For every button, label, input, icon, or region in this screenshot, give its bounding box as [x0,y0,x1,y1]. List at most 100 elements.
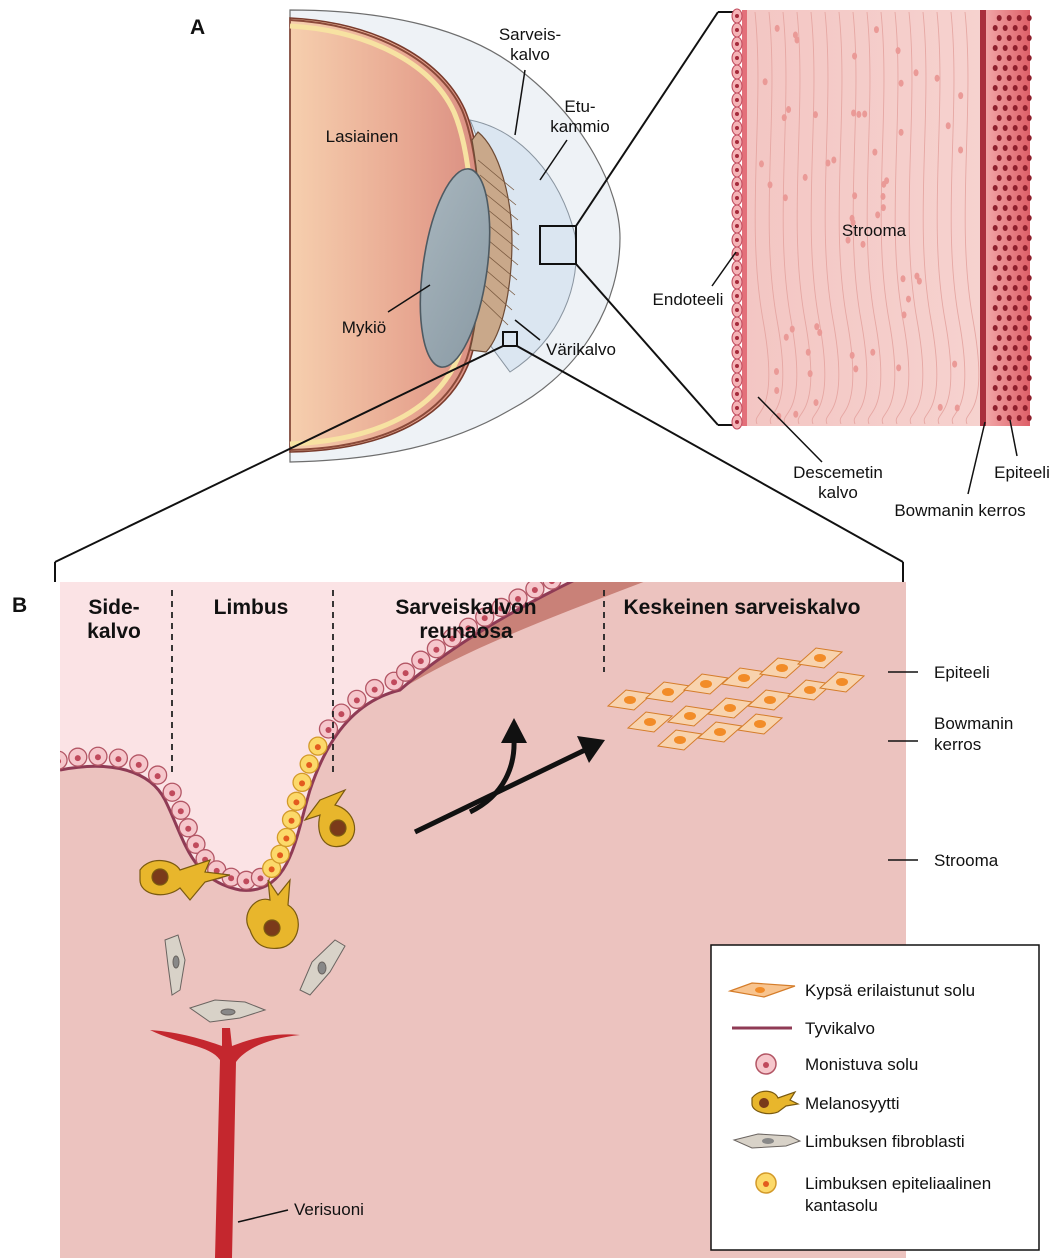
label-bowman-b-1: Bowmanin [934,714,1013,733]
epithelial-nucleus [1017,55,1022,61]
keratocyte [955,404,960,411]
epithelial-nucleus [993,125,998,131]
epithelial-nucleus [1013,65,1018,71]
zone-conjunctiva-2: kalvo [87,620,141,643]
epithelial-nucleus [1017,395,1022,401]
epithelial-nucleus [993,65,998,71]
epithelial-nucleus [993,305,998,311]
epithelial-nucleus [1013,365,1018,371]
mature-cell-nucleus [624,696,636,704]
epithelial-nucleus [1023,65,1028,71]
zone-peripheral-1: Sarveiskalvon [395,596,536,619]
keratocyte [814,399,819,406]
mature-cell-nucleus [700,680,712,688]
epithelial-nucleus [1013,145,1018,151]
epithelial-nucleus [1017,275,1022,281]
cell-nucleus [549,578,555,584]
label-vitreous: Lasiainen [326,127,399,146]
epithelial-nucleus [1027,15,1032,21]
cell-nucleus [115,756,121,762]
mature-cell-nucleus [764,696,776,704]
epithelial-nucleus [1027,335,1032,341]
keratocyte [793,31,798,38]
epithelial-nucleus [1023,85,1028,91]
epithelial-nucleus [1007,375,1012,381]
keratocyte [763,78,768,85]
epithelial-nucleus [1023,365,1028,371]
cell-nucleus [354,697,360,703]
cell-nucleus [178,808,184,814]
epithelial-nucleus [1013,105,1018,111]
keratocyte [900,275,905,282]
keratocyte [914,273,919,280]
keratocyte [938,404,943,411]
cell-nucleus [848,453,854,459]
legend-proliferating-label: Monistuva solu [805,1055,918,1074]
epithelial-nucleus [1023,325,1028,331]
keratocyte [774,368,779,375]
cell-nucleus [724,502,730,508]
mature-cell-nucleus [662,688,674,696]
endothelial-nucleus [735,224,739,228]
label-bowman-detail: Bowmanin kerros [894,501,1025,520]
cell-nucleus [185,826,191,832]
cell-nucleus [759,488,765,494]
epithelial-nucleus [1017,115,1022,121]
epithelial-nucleus [1007,235,1012,241]
cell-nucleus [433,647,439,653]
legend-mature-cell-nucleus [755,987,765,993]
epithelial-nucleus [993,405,998,411]
cell-nucleus [566,570,572,576]
epithelial-nucleus [1027,375,1032,381]
cell-nucleus [418,658,424,664]
basal-cell [736,488,754,506]
epithelial-nucleus [993,245,998,251]
epithelial-nucleus [1023,245,1028,251]
label-epithelium-detail: Epiteeli [994,463,1050,482]
epithelial-nucleus [993,105,998,111]
epithelial-nucleus [993,205,998,211]
keratocyte [914,69,919,76]
keratocyte [899,129,904,136]
epithelial-nucleus [1003,285,1008,291]
cell-nucleus [243,878,249,884]
epithelial-nucleus [1017,175,1022,181]
keratocyte [896,364,901,371]
epithelial-nucleus [1013,45,1018,51]
endothelial-nucleus [735,308,739,312]
legend-mature-cell-label: Kypsä erilaistunut solu [805,981,975,1000]
endothelial-nucleus [735,28,739,32]
epithelial-nucleus [1007,255,1012,261]
epithelial-nucleus [997,235,1002,241]
endothelial-nucleus [735,266,739,270]
label-stroma-b: Strooma [934,851,999,870]
epithelial-nucleus [997,155,1002,161]
epithelial-nucleus [1027,35,1032,41]
epithelial-nucleus [997,55,1002,61]
cell-nucleus [228,875,234,881]
keratocyte [902,311,907,318]
fibroblast-2-nucleus [221,1009,235,1015]
keratocyte [870,349,875,356]
endothelial-nucleus [735,42,739,46]
basal-cell [612,538,630,556]
legend-fibroblast-label: Limbuksen fibroblasti [805,1132,965,1151]
epithelial-nucleus [997,375,1002,381]
basal-cell [842,446,860,464]
epithelial-nucleus [1023,145,1028,151]
melanocyte-2-nucleus [264,920,280,936]
basal-cell [543,571,561,589]
epithelial-nucleus [1023,305,1028,311]
keratocyte [786,106,791,113]
mature-cell-nucleus [714,728,726,736]
epithelial-nucleus [1003,405,1008,411]
endothelial-nucleus [735,392,739,396]
mature-cell-nucleus [754,720,766,728]
epithelial-nucleus [1017,375,1022,381]
keratocyte [759,160,764,167]
cornea-detail-stroma [742,10,984,426]
epithelial-nucleus [993,285,998,291]
epithelial-nucleus [997,275,1002,281]
epithelial-nucleus [1023,345,1028,351]
epithelial-nucleus [993,325,998,331]
